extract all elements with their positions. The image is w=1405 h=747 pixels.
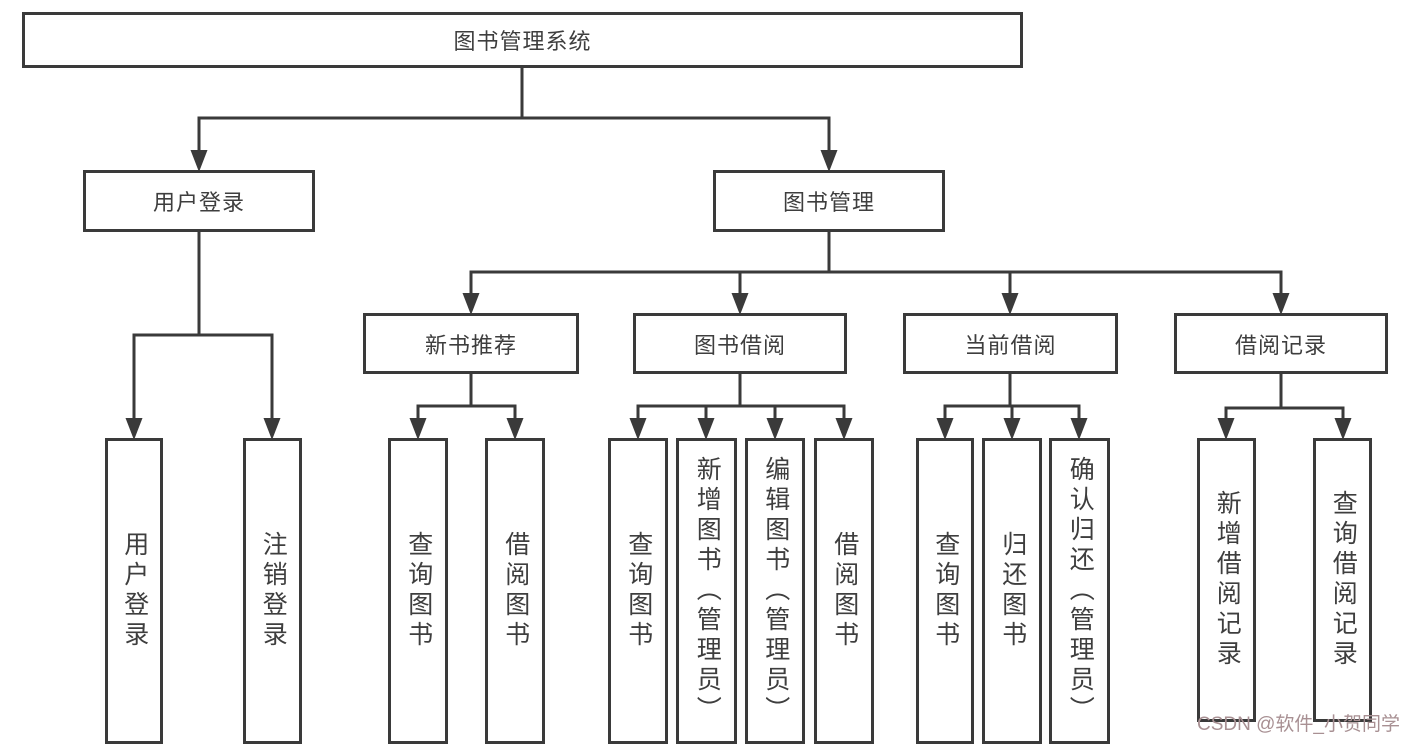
node-book-management: 图书管理 xyxy=(713,170,945,232)
leaf-current-query-books: 查询图书 xyxy=(916,438,974,744)
leaf-borrow-books: 借阅图书 xyxy=(814,438,874,744)
leaf-return-books: 归还图书 xyxy=(982,438,1042,744)
leaf-return-books-label: 归还图书 xyxy=(998,531,1027,651)
leaf-add-borrow-record-label: 新增借阅记录 xyxy=(1213,490,1242,670)
connector-user-login-to-leaves xyxy=(125,230,281,440)
connector-borrow-records-to-leaves xyxy=(1217,372,1352,440)
leaf-confirm-return-admin-label: 确认归还（管理员） xyxy=(1066,456,1095,726)
csdn-watermark: CSDN @软件_小贺同学 xyxy=(1197,714,1400,735)
leaf-recommend-query-books: 查询图书 xyxy=(388,438,448,744)
leaf-recommend-query-books-label: 查询图书 xyxy=(404,531,433,651)
connector-current-borrow-to-leaves xyxy=(936,372,1088,440)
node-current-borrow: 当前借阅 xyxy=(903,313,1118,374)
leaf-borrow-books-label: 借阅图书 xyxy=(830,531,859,651)
node-user-login-label: 用户登录 xyxy=(152,190,245,215)
connector-new-book-to-leaves xyxy=(409,372,524,440)
leaf-logout: 注销登录 xyxy=(243,438,302,744)
node-book-borrow: 图书借阅 xyxy=(633,313,847,374)
node-root-system: 图书管理系统 xyxy=(22,12,1023,68)
leaf-logout-label: 注销登录 xyxy=(259,531,288,651)
connector-book-management-to-level3 xyxy=(462,230,1290,315)
node-user-login: 用户登录 xyxy=(83,170,315,232)
leaf-add-books-admin: 新增图书（管理员） xyxy=(676,438,737,744)
leaf-add-borrow-record: 新增借阅记录 xyxy=(1197,438,1256,722)
leaf-edit-books-admin: 编辑图书（管理员） xyxy=(745,438,805,744)
leaf-user-login: 用户登录 xyxy=(105,438,163,744)
leaf-recommend-borrow-books: 借阅图书 xyxy=(485,438,545,744)
node-new-book-recommend: 新书推荐 xyxy=(363,313,579,374)
node-new-book-recommend-label: 新书推荐 xyxy=(424,332,517,358)
node-book-management-label: 图书管理 xyxy=(782,190,875,215)
leaf-current-query-books-label: 查询图书 xyxy=(931,531,960,651)
leaf-borrow-query-books: 查询图书 xyxy=(608,438,668,744)
connector-root-to-level2 xyxy=(190,66,838,172)
node-borrow-records: 借阅记录 xyxy=(1174,313,1388,374)
node-root-system-label: 图书管理系统 xyxy=(453,29,592,54)
leaf-edit-books-admin-label: 编辑图书（管理员） xyxy=(761,456,790,726)
leaf-borrow-query-books-label: 查询图书 xyxy=(624,531,653,651)
leaf-confirm-return-admin: 确认归还（管理员） xyxy=(1049,438,1110,744)
leaf-user-login-label: 用户登录 xyxy=(120,531,149,651)
node-current-borrow-label: 当前借阅 xyxy=(964,332,1057,358)
connector-book-borrow-to-leaves xyxy=(629,372,853,440)
leaf-add-books-admin-label: 新增图书（管理员） xyxy=(693,456,722,726)
leaf-query-borrow-record: 查询借阅记录 xyxy=(1313,438,1372,722)
node-book-borrow-label: 图书借阅 xyxy=(693,332,786,358)
leaf-query-borrow-record-label: 查询借阅记录 xyxy=(1329,490,1358,670)
leaf-recommend-borrow-books-label: 借阅图书 xyxy=(501,531,530,651)
node-borrow-records-label: 借阅记录 xyxy=(1234,332,1327,358)
